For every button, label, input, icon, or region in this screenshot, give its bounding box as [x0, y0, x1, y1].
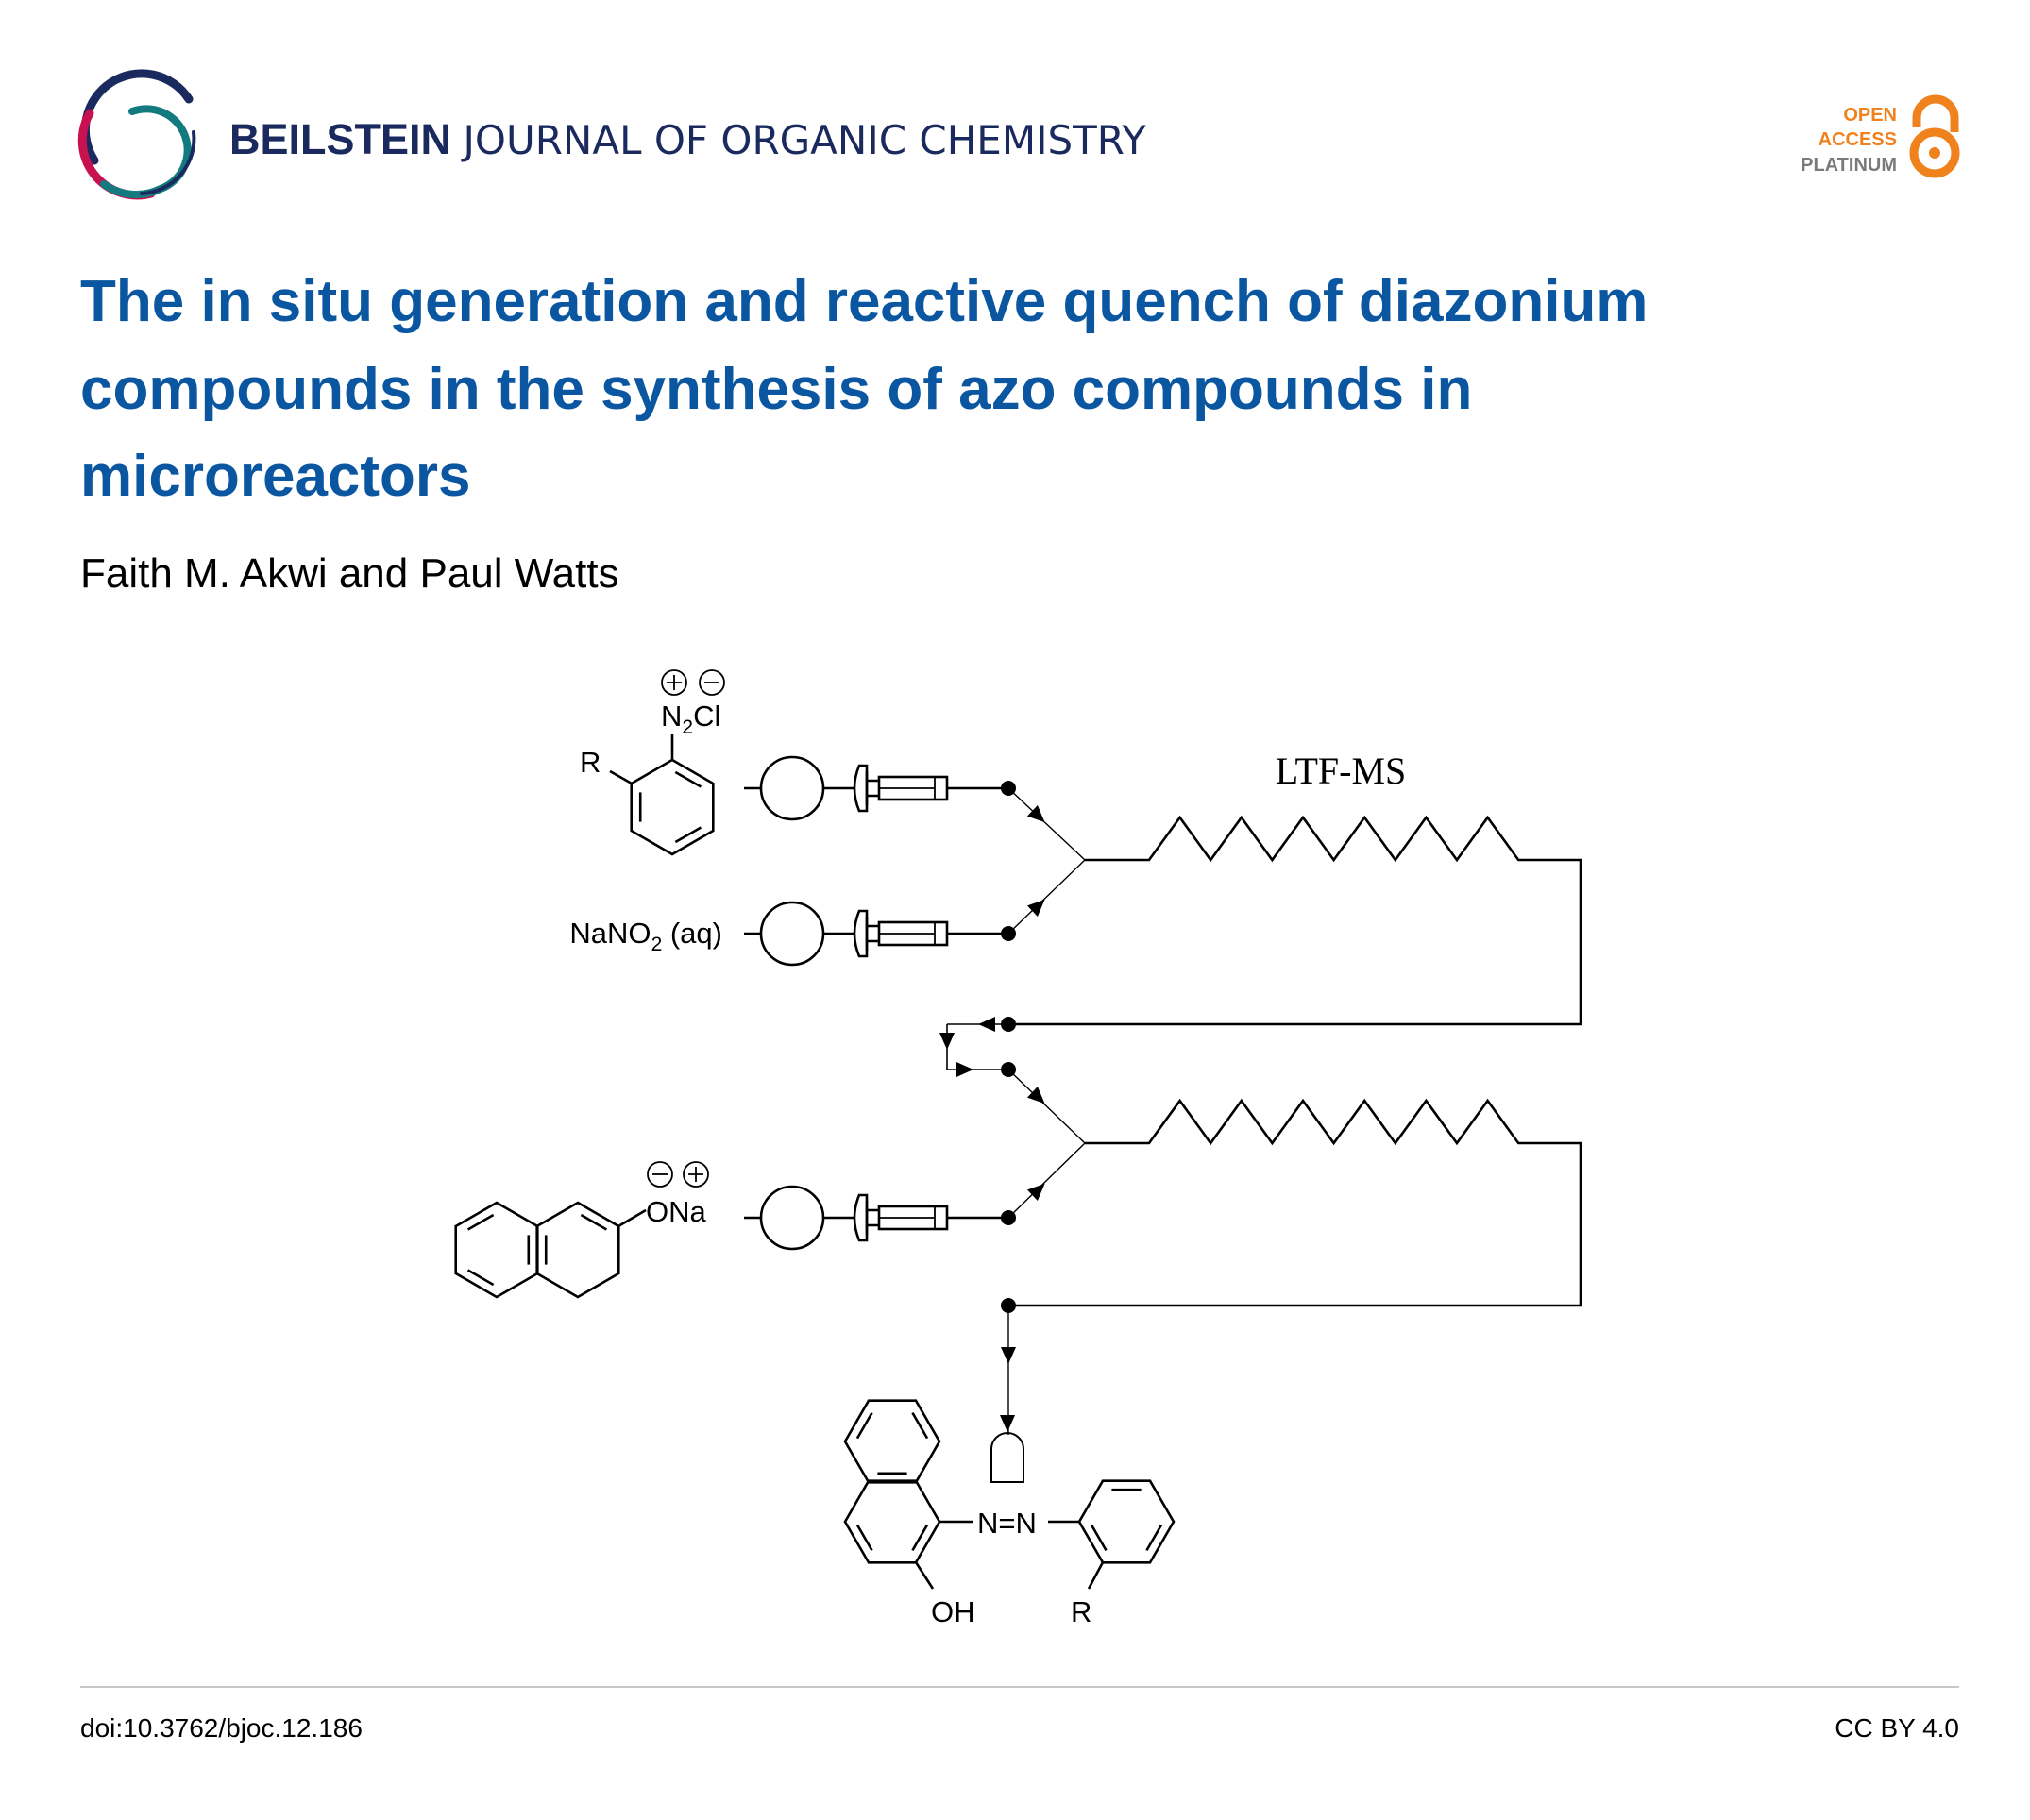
pump-1-icon [759, 755, 825, 821]
flow-arrow-icon [956, 1062, 973, 1077]
pump-2-icon [759, 901, 825, 967]
flow-arrow-icon [1026, 1183, 1045, 1201]
naphthalene-ring-icon [454, 1201, 539, 1299]
junction-dot-icon [1001, 1062, 1016, 1077]
hydroxyl-label: OH [931, 1595, 975, 1628]
junction-dot-icon [1001, 926, 1016, 941]
azo-label: N=N [977, 1507, 1037, 1540]
double-bond [1145, 1524, 1163, 1552]
mixer-1-lines [1007, 787, 1087, 935]
svg-text:OPEN: OPEN [1843, 105, 1897, 126]
authors: Faith M. Akwi and Paul Watts [80, 550, 619, 597]
syringe-icon [853, 909, 949, 958]
junction-dot-icon [1001, 1017, 1016, 1032]
flow-arrow-icon [1001, 1347, 1016, 1364]
flow-arrow-icon [978, 1017, 995, 1032]
bonds [609, 734, 1105, 1590]
flow-reactor-diagram [454, 669, 1582, 1590]
double-bond [855, 1524, 873, 1552]
product-r-label: R [1071, 1595, 1091, 1628]
license-label: CC BY 4.0 [1835, 1713, 1959, 1743]
transfer-line-2 [946, 1024, 1008, 1070]
naphthoxide-label: ONa [646, 1195, 707, 1228]
double-bond [674, 770, 702, 788]
r-group-label: R [580, 746, 601, 779]
naphthalene-ring-icon [843, 1399, 941, 1484]
double-bond [911, 1411, 929, 1440]
double-bond [911, 1524, 929, 1552]
double-bond [855, 1411, 873, 1440]
svg-text:The in situ generation and rea: The in situ generation and reactive quen… [80, 269, 1648, 334]
flow-arrow-icon [1026, 1087, 1045, 1104]
open-access-badge: OPEN ACCESS PLATINUM [1801, 105, 1897, 176]
double-bond [466, 1213, 495, 1231]
journal-name: BEILSTEIN JOURNAL OF ORGANIC CHEMISTRY [229, 115, 1146, 163]
reactor-coil-1 [1008, 815, 1582, 1026]
phenyl-ring-icon [1077, 1479, 1176, 1564]
beilstein-logo-icon [77, 69, 196, 200]
collection-vial-icon [990, 1432, 1024, 1483]
benzene-ring-icon [630, 758, 715, 856]
diazonium-label: N2Cl [661, 699, 720, 738]
naphthalene-ring-icon [535, 1201, 620, 1299]
mixer-2-lines [1007, 1069, 1087, 1219]
flow-arrow-icon [939, 1033, 955, 1050]
pump-3-icon [759, 1185, 825, 1251]
syringe-icon [853, 1193, 949, 1242]
reactor-coil-2 [1008, 1098, 1582, 1307]
double-bond [466, 1269, 495, 1287]
syringe-icon [853, 764, 949, 813]
svg-text:PLATINUM: PLATINUM [1801, 155, 1897, 176]
nitrite-label: NaNO2 (aq) [569, 917, 722, 955]
diagram-labels: N2Cl R NaNO2 (aq) ONa N=N OH R LTF-MS [569, 699, 1406, 1628]
svg-text:ACCESS: ACCESS [1819, 129, 1897, 150]
flow-arrow-icon [1026, 805, 1045, 823]
reactor-label: LTF-MS [1276, 750, 1407, 792]
naphthalene-ring-icon [843, 1479, 941, 1564]
double-bond [580, 1213, 608, 1231]
doi-link[interactable]: doi:10.3762/bjoc.12.186 [80, 1713, 363, 1743]
junction-dot-icon [1001, 1298, 1016, 1313]
svg-text:microreactors: microreactors [80, 444, 471, 509]
charge-symbols [647, 669, 725, 1188]
double-bond [1090, 1524, 1108, 1552]
svg-text:compounds in the synthesis of: compounds in the synthesis of azo compou… [80, 357, 1472, 422]
flow-arrow-icon [1026, 899, 1045, 917]
junction-dot-icon [1001, 781, 1016, 796]
flow-arrow-icon [1000, 1415, 1015, 1432]
article-title: The in situ generation and reactive quen… [80, 269, 1648, 509]
double-bond [674, 826, 702, 844]
junction-dot-icon [1001, 1210, 1016, 1225]
open-lock-icon [1909, 94, 1960, 178]
